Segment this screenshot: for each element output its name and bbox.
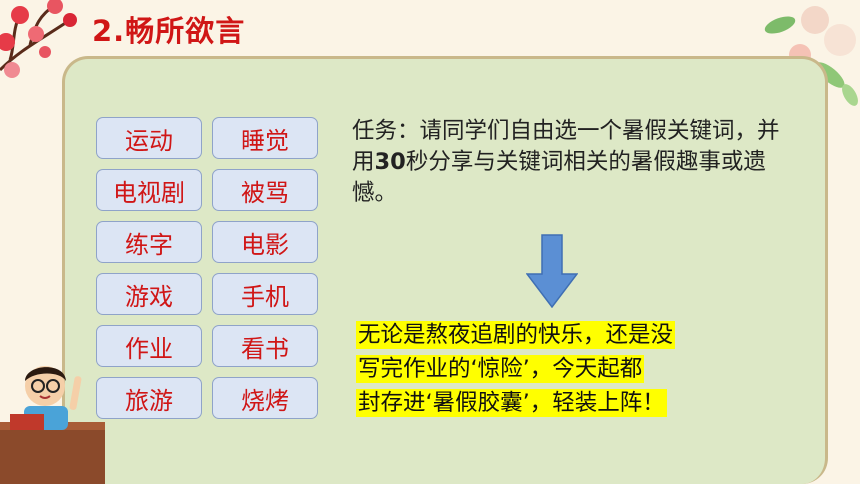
section-title: 2.畅所欲言 xyxy=(92,14,246,48)
keyword-card[interactable]: 作业 xyxy=(96,325,202,367)
keyword-card[interactable]: 睡觉 xyxy=(212,117,318,159)
keyword-card[interactable]: 运动 xyxy=(96,117,202,159)
keyword-card[interactable]: 烧烤 xyxy=(212,377,318,419)
keyword-card[interactable]: 电视剧 xyxy=(96,169,202,211)
task-prefix: 任务：请同学们自由选一个暑假关键词，并用 xyxy=(352,118,780,175)
keyword-card[interactable]: 看书 xyxy=(212,325,318,367)
keyword-card[interactable]: 旅游 xyxy=(96,377,202,419)
highlight-line: 写完作业的‘惊险’，今天起都 xyxy=(356,355,645,383)
plum-blossom-decoration-icon xyxy=(0,0,77,78)
highlight-line: 无论是熬夜追剧的快乐，还是没 xyxy=(356,321,676,349)
keyword-card[interactable]: 游戏 xyxy=(96,273,202,315)
highlight-text: 无论是熬夜追剧的快乐，还是没 写完作业的‘惊险’，今天起都 封存进‘暑假胶囊’，… xyxy=(356,318,782,420)
teacher-illustration-icon xyxy=(0,366,105,484)
down-arrow-icon xyxy=(526,234,578,308)
keyword-card[interactable]: 被骂 xyxy=(212,169,318,211)
keyword-card[interactable]: 手机 xyxy=(212,273,318,315)
task-suffix: 秒分享与关键词相关的暑假趣事或遗憾。 xyxy=(352,149,766,206)
highlight-line: 封存进‘暑假胶囊’，轻装上阵！ xyxy=(356,389,667,417)
keyword-card[interactable]: 电影 xyxy=(212,221,318,263)
keyword-card[interactable]: 练字 xyxy=(96,221,202,263)
task-text: 任务：请同学们自由选一个暑假关键词，并用30秒分享与关键词相关的暑假趣事或遗憾。 xyxy=(352,116,784,209)
task-time: 30 xyxy=(374,149,406,175)
